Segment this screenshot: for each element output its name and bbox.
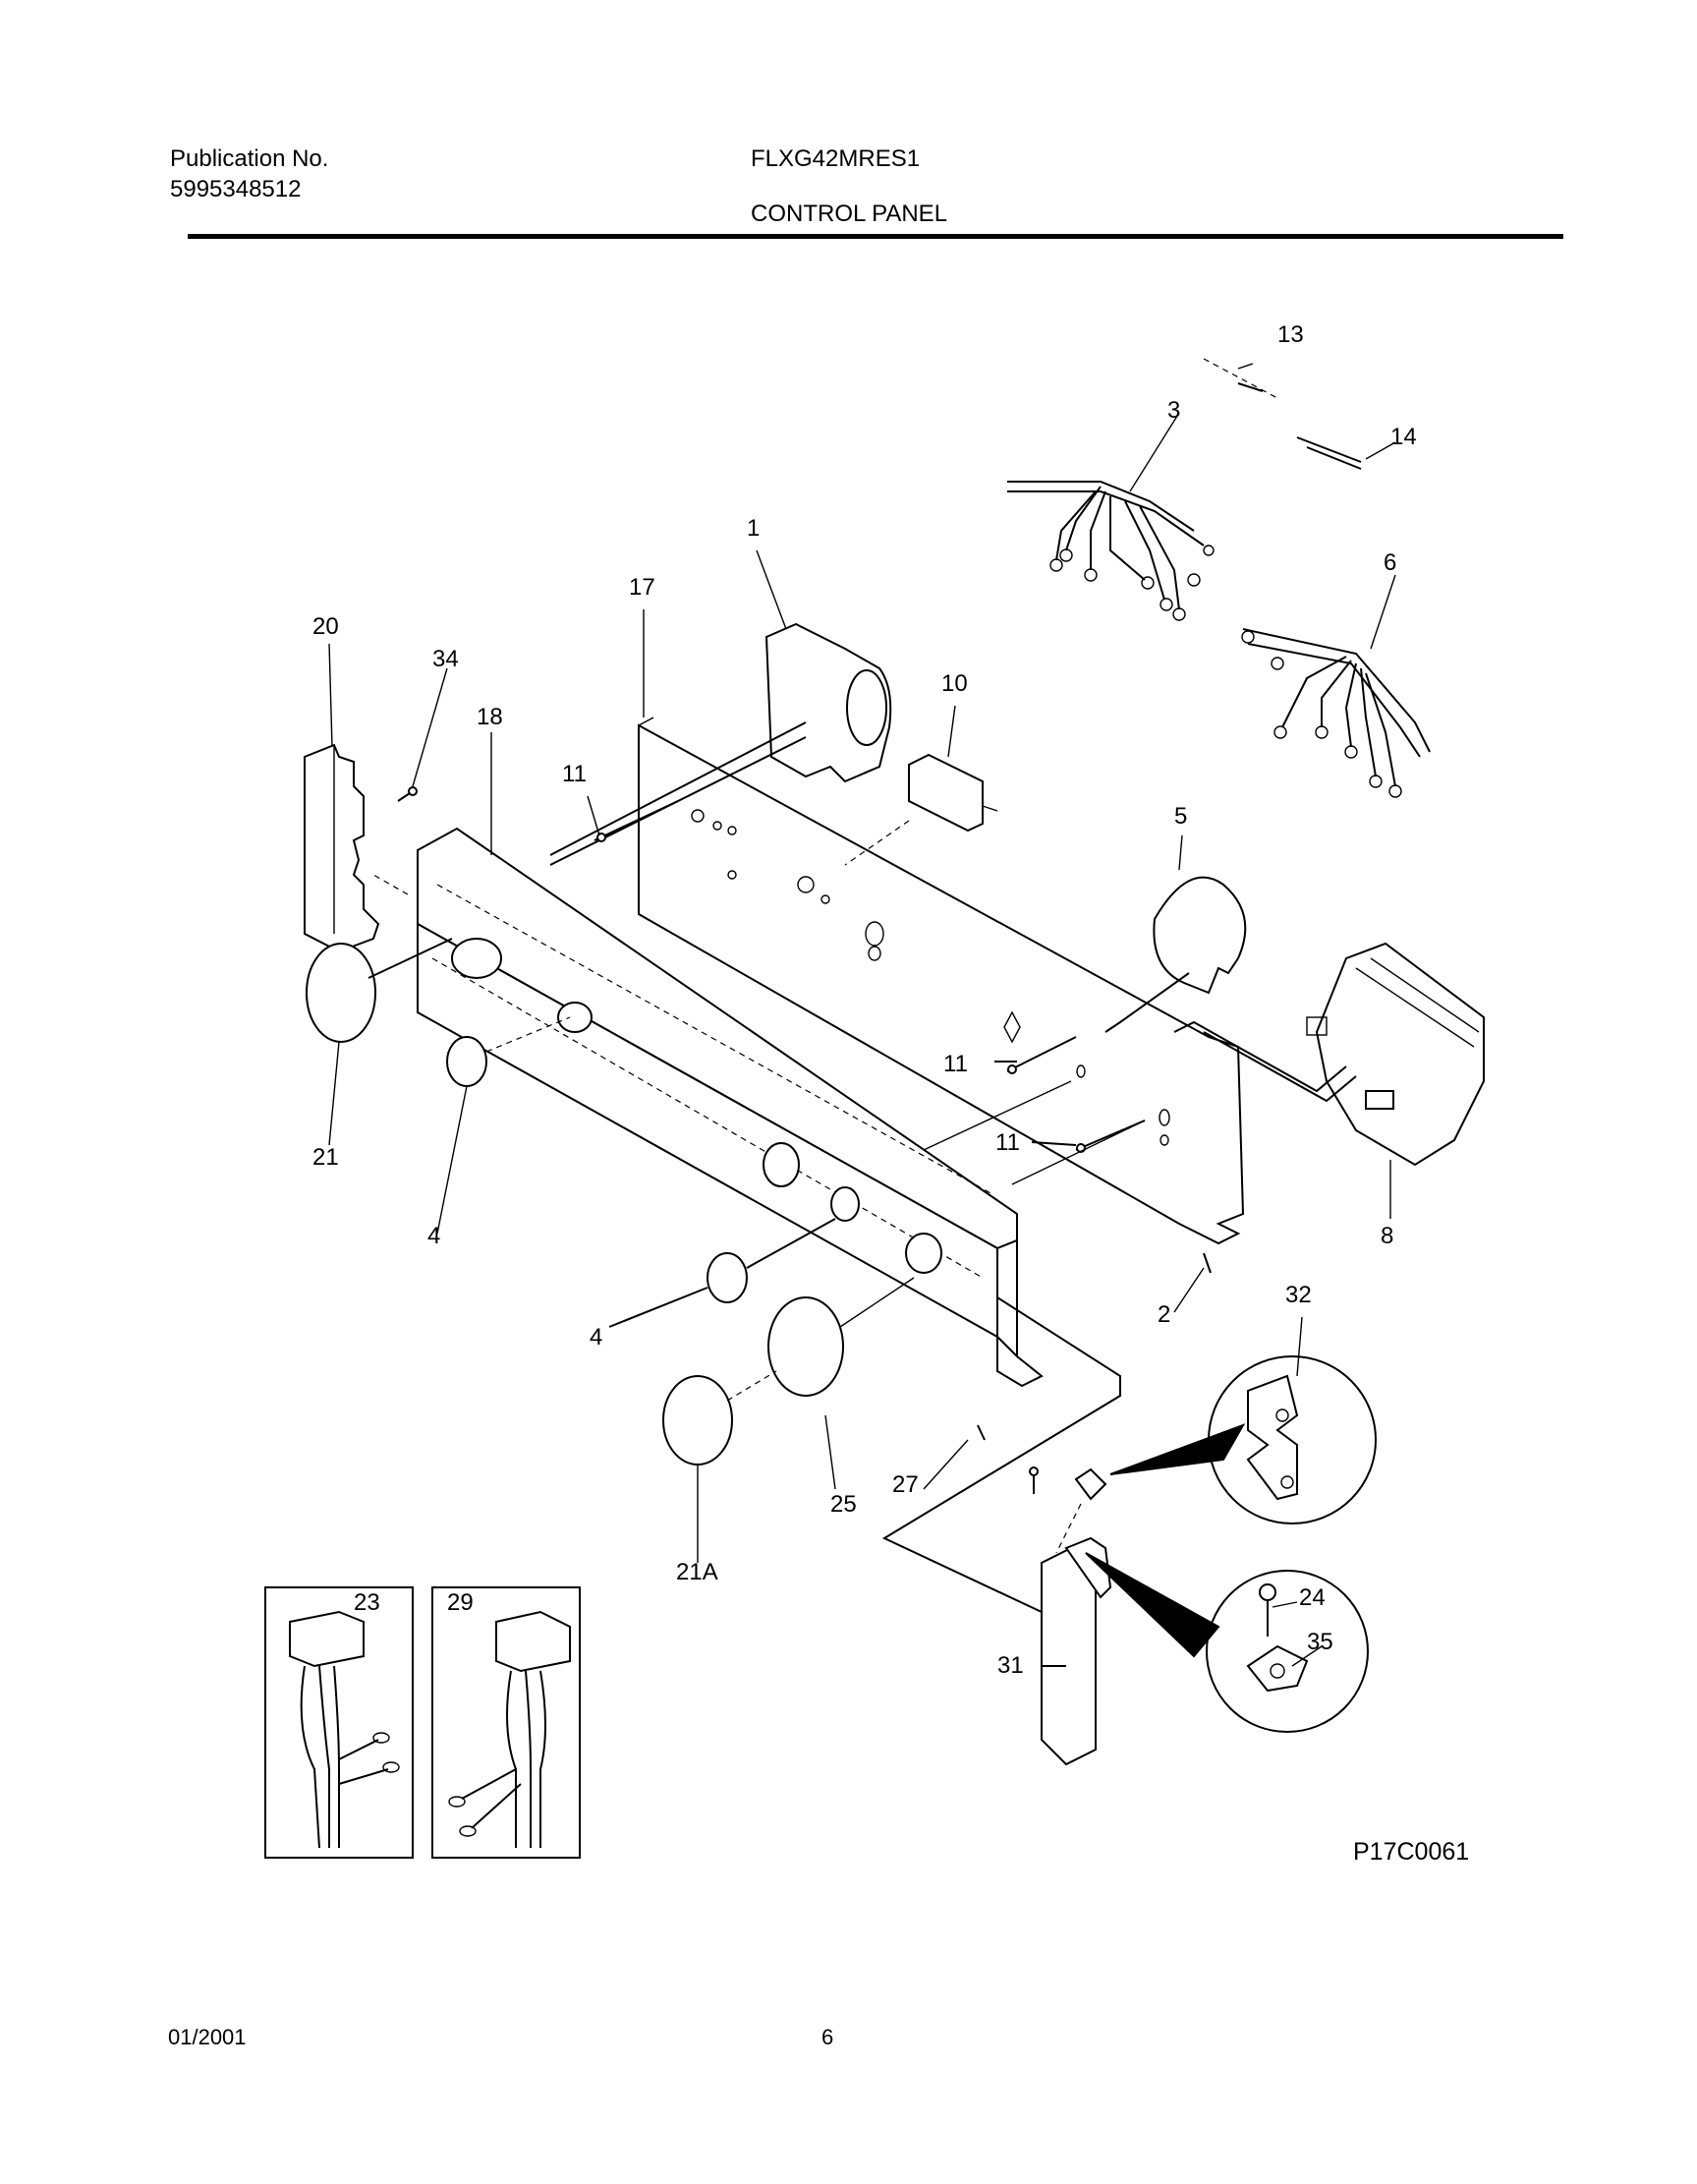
callout-4-lower: 4 <box>590 1324 602 1351</box>
callout-21a: 21A <box>676 1559 718 1585</box>
callout-32: 32 <box>1285 1282 1312 1308</box>
callout-17: 17 <box>629 574 655 601</box>
callout-27: 27 <box>892 1471 919 1498</box>
callout-34: 34 <box>432 646 459 672</box>
switch-part-10 <box>844 753 998 866</box>
callout-11-mid: 11 <box>943 1051 968 1077</box>
publication-number: 5995348512 <box>170 176 302 202</box>
inset-harness-29 <box>431 1586 581 1859</box>
callout-25: 25 <box>830 1491 857 1518</box>
rear-bracket-part-31 <box>881 1296 1121 1766</box>
section-title: CONTROL PANEL <box>751 201 948 227</box>
screws <box>397 786 1212 1494</box>
timer-part-1 <box>549 622 892 866</box>
callout-11-low: 11 <box>995 1129 1020 1156</box>
callout-29: 29 <box>447 1589 474 1616</box>
callout-21: 21 <box>312 1144 339 1171</box>
callout-labels: 13 3 14 1 6 17 20 34 10 18 11 5 11 11 21… <box>312 321 1417 1679</box>
callout-31: 31 <box>997 1652 1024 1679</box>
callout-4-left: 4 <box>427 1223 440 1249</box>
callout-20: 20 <box>312 613 339 640</box>
footer-page-number: 6 <box>821 2025 834 2049</box>
back-panel <box>638 717 1245 1245</box>
knobs <box>306 938 915 1466</box>
wire-harness-part-6 <box>1241 628 1431 798</box>
callout-1: 1 <box>747 515 760 542</box>
header-rule <box>188 234 1563 239</box>
wire-harness-part-3 <box>1007 481 1215 621</box>
callout-3: 3 <box>1167 397 1180 424</box>
publication-label: Publication No. <box>170 145 329 172</box>
callout-2: 2 <box>1158 1301 1170 1328</box>
callout-11-top: 11 <box>562 761 587 787</box>
callout-18: 18 <box>477 704 503 730</box>
inset-harness-23 <box>264 1586 414 1859</box>
callout-23: 23 <box>354 1589 380 1616</box>
control-board-part-8 <box>1173 942 1485 1167</box>
selector-switch-part-5 <box>1104 876 1247 1033</box>
callout-5: 5 <box>1174 803 1187 830</box>
callout-6: 6 <box>1384 549 1396 576</box>
callout-14: 14 <box>1390 424 1417 450</box>
callout-leaders <box>328 363 1396 1667</box>
footer-date: 01/2001 <box>168 2025 247 2049</box>
callout-8: 8 <box>1381 1223 1393 1249</box>
callout-13: 13 <box>1277 321 1304 348</box>
callout-24: 24 <box>1299 1584 1326 1611</box>
callout-35: 35 <box>1307 1629 1333 1655</box>
detail-circle-24-35 <box>1085 1552 1369 1733</box>
wire-parts-13-14 <box>1203 358 1362 470</box>
callout-10: 10 <box>941 670 968 697</box>
detail-circle-32 <box>1109 1355 1377 1524</box>
model-number: FLXG42MRES1 <box>751 145 921 172</box>
control-panel-body <box>417 827 1044 1388</box>
figure-code: P17C0061 <box>1353 1838 1470 1866</box>
left-bracket-part-20 <box>304 743 409 953</box>
